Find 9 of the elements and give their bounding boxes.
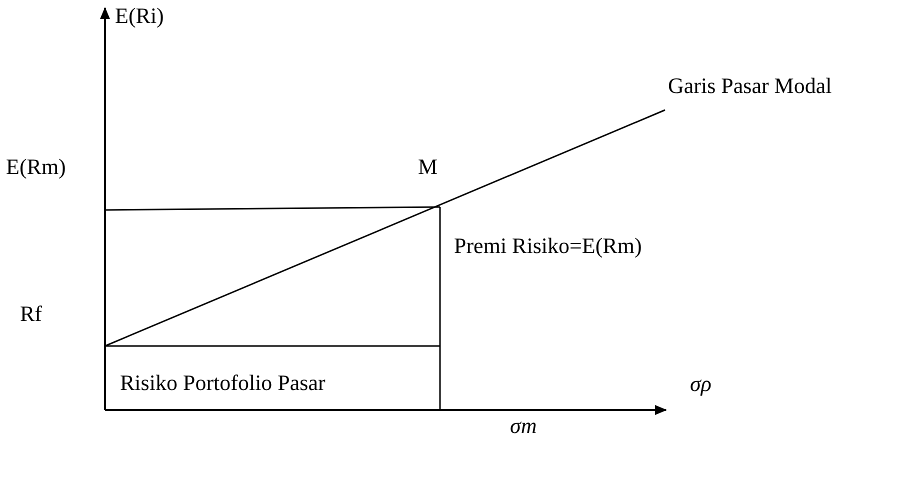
point-label: M [418, 153, 438, 181]
axis-label: E(Ri) [115, 2, 164, 30]
line-label: Garis Pasar Modal [668, 72, 832, 100]
axis-label: σm [510, 412, 537, 440]
axis-label: Rf [20, 300, 42, 328]
region-label: Premi Risiko=E(Rm) [454, 232, 642, 260]
region-label: Risiko Portofolio Pasar [120, 369, 326, 397]
axis-label: E(Rm) [6, 153, 66, 181]
axis-label: σρ [690, 370, 712, 398]
